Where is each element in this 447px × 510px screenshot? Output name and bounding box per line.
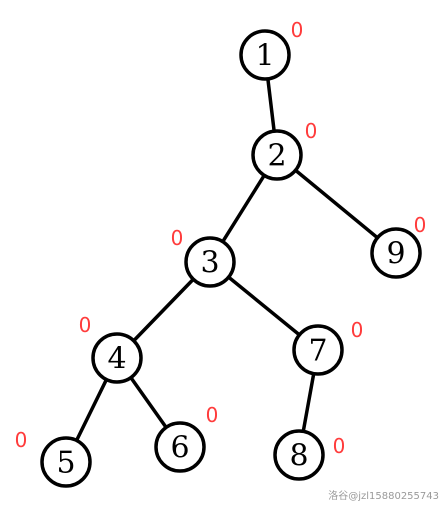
node-circle — [40, 436, 92, 488]
node-label: 3 — [200, 246, 219, 281]
node-circle — [251, 129, 303, 181]
node-circle — [184, 236, 236, 288]
node-label: 1 — [255, 39, 274, 74]
node-label: 8 — [289, 439, 308, 474]
tree-node-3: 30 — [171, 226, 236, 288]
node-label: 9 — [386, 237, 405, 272]
node-weight-label: 0 — [351, 318, 364, 342]
node-circle — [292, 324, 344, 376]
node-weight-label: 0 — [414, 213, 427, 237]
node-weight-label: 0 — [206, 403, 219, 427]
node-weight-label: 0 — [171, 226, 184, 250]
node-label: 4 — [107, 342, 126, 377]
node-weight-label: 0 — [305, 119, 318, 143]
tree-node-5: 50 — [15, 428, 92, 488]
node-circle — [154, 421, 206, 473]
node-circle — [91, 332, 143, 384]
node-weight-label: 0 — [291, 18, 304, 42]
watermark: 洛谷@jzl15880255743 — [328, 491, 439, 502]
node-label: 5 — [56, 446, 75, 481]
tree-node-9: 90 — [370, 213, 427, 279]
node-label: 6 — [170, 431, 189, 466]
node-label: 2 — [267, 139, 286, 174]
node-circle — [370, 227, 422, 279]
node-circle — [239, 29, 291, 81]
tree-node-4: 40 — [79, 313, 143, 384]
tree-node-6: 60 — [154, 403, 219, 473]
tree-node-7: 70 — [292, 318, 364, 376]
tree-node-1: 10 — [239, 18, 304, 81]
node-circle — [273, 429, 325, 481]
tree-node-2: 20 — [251, 119, 318, 181]
node-weight-label: 0 — [333, 434, 346, 458]
node-weight-label: 0 — [15, 428, 28, 452]
node-weight-label: 0 — [79, 313, 92, 337]
node-label: 7 — [308, 334, 327, 369]
